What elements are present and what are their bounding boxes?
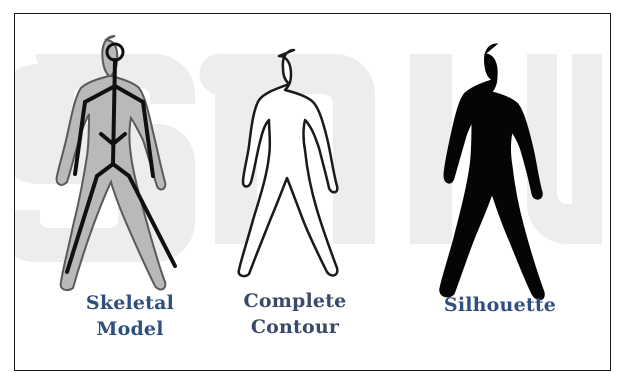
- silhouette-figure: [440, 44, 545, 300]
- contour-outline: [239, 50, 338, 276]
- skeletal-label-line1: Skeletal: [60, 290, 200, 316]
- contour-label-line2: Contour: [215, 314, 375, 340]
- silhouette-body: [440, 44, 545, 300]
- silhouette-label-line1: Silhouette: [420, 292, 580, 318]
- figure-frame: Skeletal Model Complete Contour Silhouet…: [14, 13, 611, 371]
- complete-contour-label: Complete Contour: [215, 288, 375, 340]
- skeletal-label-line2: Model: [60, 316, 200, 342]
- contour-label-line1: Complete: [215, 288, 375, 314]
- silhouette-label: Silhouette: [420, 292, 580, 318]
- skeletal-model-label: Skeletal Model: [60, 290, 200, 342]
- skeletal-model-figure: [57, 36, 175, 290]
- complete-contour-figure: [239, 50, 338, 276]
- skeletal-spine: [113, 60, 115, 164]
